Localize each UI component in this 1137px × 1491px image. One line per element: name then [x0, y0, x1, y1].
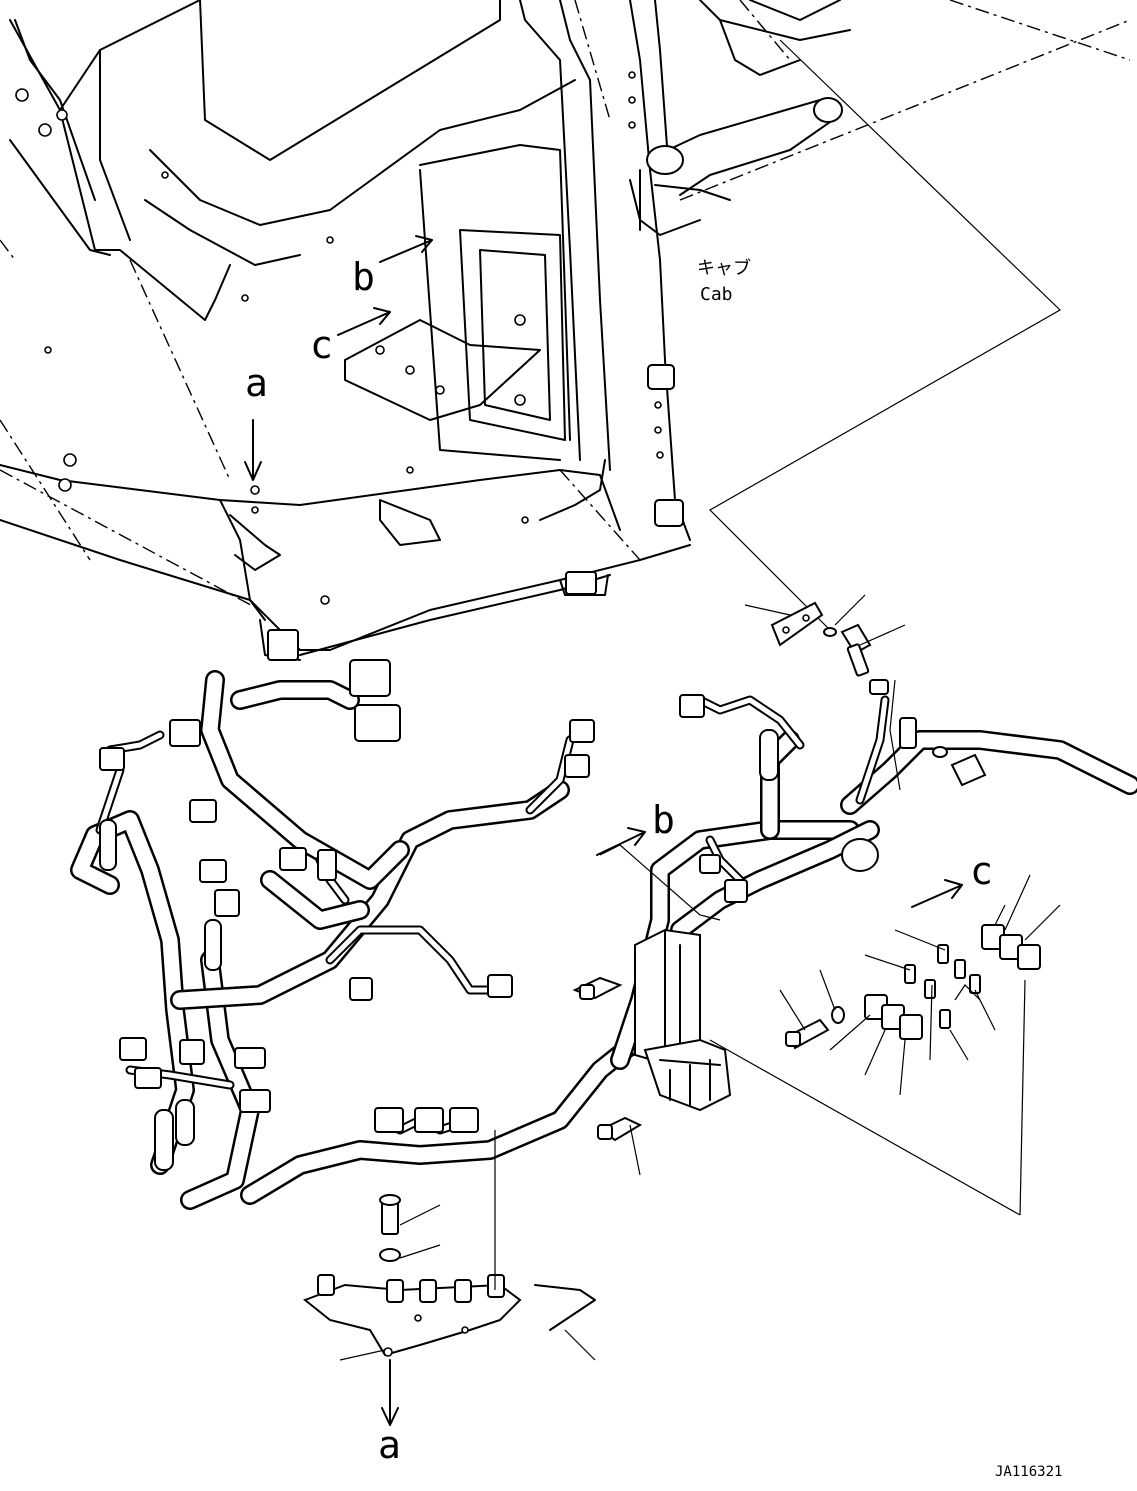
wire-harness: [70, 659, 1137, 1210]
leader-lines-top: [244, 39, 1061, 631]
label-cab-japanese: キャブ: [697, 257, 751, 279]
label-view-a-bottom: a: [378, 1423, 401, 1467]
label-view-c-top: c: [310, 323, 333, 367]
leader-lines-bottom: [339, 594, 1061, 1426]
label-view-b-bottom: b: [652, 798, 675, 842]
cab-frame: [0, 0, 1131, 661]
label-view-a-top: a: [245, 361, 268, 405]
label-cab-english: Cab: [700, 284, 733, 305]
drawing-id: JA116321: [995, 1464, 1062, 1480]
label-view-b-top: b: [352, 255, 375, 299]
hardware-parts: [303, 601, 1041, 1357]
label-view-c-bottom: c: [970, 849, 993, 893]
